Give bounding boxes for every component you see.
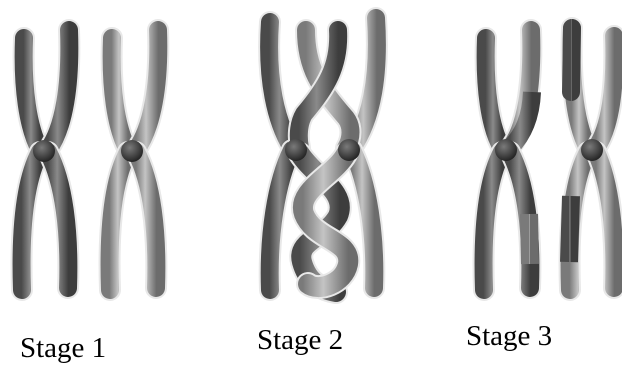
stage-3-chromosome-left [484,30,532,290]
centromere [338,139,360,161]
stage-1-chromosome-dark [22,30,70,290]
centromere [33,140,55,162]
stage-1-label: Stage 1 [20,332,106,364]
stage-2-chromosomes [269,18,377,292]
chromatid-band [571,28,572,92]
centromere [121,140,143,162]
chromatid-band [569,196,571,262]
chromatid [486,38,502,148]
chromatid [24,38,40,150]
stage-3-label: Stage 3 [466,320,552,352]
stage-3-chromosome-right [569,28,614,290]
chromatid [136,30,158,150]
centromere [285,139,307,161]
centromere [581,139,603,161]
stage-2-label: Stage 2 [257,324,343,356]
stage-1-chromosome-light [110,30,159,290]
chromatid-band [529,214,530,264]
centromere [495,139,517,161]
stage-1-chromosomes [22,30,159,290]
chromatid [112,38,128,150]
stage-3-chromosomes [484,28,615,290]
